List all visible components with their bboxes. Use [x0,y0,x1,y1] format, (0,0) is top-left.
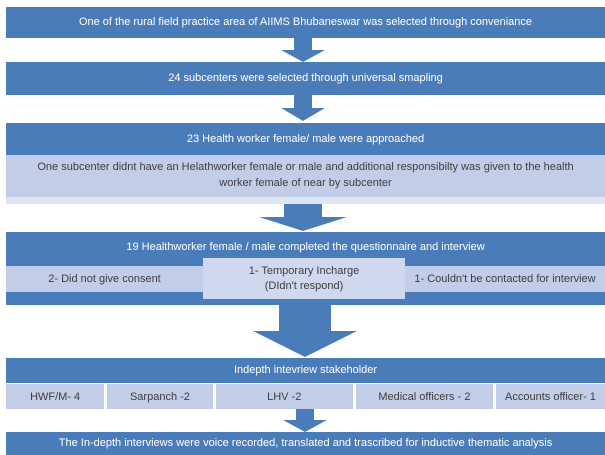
down-arrow-icon [253,305,357,357]
exclusion-temporary-incharge-line1: 1- Temporary Incharge [248,264,360,277]
exclusion-temporary-incharge-line2: (DIdn't respond) [264,279,344,292]
exclusion-no-consent: 2- Did not give consent [6,266,203,292]
flow-step-completed: 19 Healthworker female / male completed … [126,241,485,253]
stakeholder-cell-hwfm: HWF/M- 4 [6,384,105,409]
flow-step-approached: 23 Health worker female/ male were appro… [6,123,605,155]
stakeholder-cell-sarpanch: Sarpanch -2 [107,384,213,409]
flow-step-completed-block: 19 Healthworker female / male completed … [6,232,605,305]
stakeholder-table-row: HWF/M- 4 Sarpanch -2 LHV -2 Medical offi… [6,384,605,409]
flow-step-subcenters: 24 subcenters were selected through univ… [6,62,605,95]
exclusion-not-contacted: 1- Couldn't be contacted for interview [405,266,605,292]
stakeholder-cell-lhv: LHV -2 [215,384,353,409]
down-arrow-icon [259,204,347,231]
down-arrow-icon [281,38,325,62]
flow-step-analysis: The In-depth interviews were voice recor… [6,432,605,455]
flow-step-area-selection: One of the rural field practice area of … [6,7,605,38]
note-bottom-band [6,197,605,204]
exclusion-temporary-incharge: 1- Temporary Incharge (DIdn't respond) [203,258,405,299]
flow-note-missing-healthworker: One subcenter didnt have an Helathworker… [6,155,605,197]
down-arrow-icon [283,409,327,432]
flow-step-indepth-interview: Indepth intevriew stakeholder [6,358,605,383]
stakeholder-cell-accounts-officer: Accounts officer- 1 [495,384,605,409]
stakeholder-cell-medical-officers: Medical officers - 2 [355,384,493,409]
down-arrow-icon [281,95,325,121]
